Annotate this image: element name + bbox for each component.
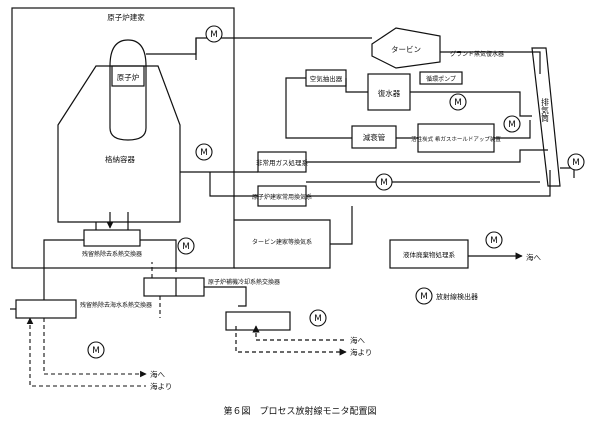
monitor-label: M	[490, 236, 498, 246]
monitor-label: M	[572, 158, 580, 168]
monitor-label: M	[92, 346, 100, 356]
hx-to-seawater-hx	[43, 239, 84, 300]
circ-pump-label: 循環ポンプ	[426, 75, 456, 83]
turbine-label: タービン	[391, 45, 421, 54]
from-sea-2-label: 海より	[350, 347, 372, 357]
containment-label: 格納容器	[105, 154, 135, 164]
sea-return-line	[26, 317, 146, 387]
monitor-label: M	[314, 314, 322, 324]
rb-ventilation-label: 原子炉建家常用換気系	[252, 193, 312, 201]
reactor-building-frame	[11, 7, 235, 269]
rbccw-hx-box	[143, 277, 205, 297]
sea-discharge-line	[43, 318, 147, 378]
monitor-rbccw	[177, 237, 195, 255]
circ-line	[410, 91, 532, 117]
lower-from-sea	[252, 325, 346, 341]
gland-condenser-label: グランド蒸気復水器	[450, 50, 504, 58]
monitor-label: M	[200, 148, 208, 158]
monitor-label: M	[182, 242, 190, 252]
standby-gas-label: 非常用ガス処理系	[256, 158, 309, 167]
turbine-shape	[371, 27, 441, 69]
monitor-rhr-seawater	[87, 341, 105, 359]
from-sea-1-label: 海より	[150, 381, 172, 391]
circ-pump-box	[419, 71, 463, 85]
duct-3	[306, 170, 551, 197]
residual-hx-box	[83, 229, 141, 247]
containment-vessel	[57, 65, 181, 223]
liquid-waste-box	[389, 239, 469, 269]
hx-to-rbccw	[140, 239, 177, 272]
figure-caption: 第６図 プロセス放射線モニタ配置図	[223, 405, 376, 417]
monitor-label: M	[380, 178, 388, 188]
monitor-stack	[567, 153, 585, 171]
monitor-label: M	[210, 30, 218, 40]
monitor-offgas-post	[503, 115, 521, 133]
reactor-core-box	[111, 65, 145, 87]
legend-text: 放射線検出器	[436, 292, 478, 301]
turbine-vent-line	[330, 206, 353, 245]
stack-shape	[531, 47, 561, 187]
monitor-containment	[195, 143, 213, 161]
legend-monitor-label: M	[420, 292, 428, 302]
gland-line	[440, 51, 541, 74]
steam-line	[146, 37, 372, 55]
liquid-waste-label: 液体廃棄物処理系	[403, 250, 456, 259]
monitor-rb-vent	[375, 173, 393, 191]
duct-2	[306, 149, 548, 163]
monitor-label: M	[454, 98, 462, 108]
rbccw-to-lower-hx	[204, 286, 247, 307]
legend-monitor-symbol	[415, 287, 433, 305]
monitor-steam-line	[205, 25, 223, 43]
monitor-offgas-pre	[449, 93, 467, 111]
rbccw-hx-label: 原子炉補機冷却系熱交換器	[208, 278, 280, 286]
lower-to-sea	[235, 326, 347, 356]
offgas-line-2	[285, 77, 352, 139]
rhr-seawater-hx-label: 残留熱除去海水系熱交換器	[80, 301, 152, 309]
residual-hx-label: 残留熱除去系熱交換器	[82, 250, 142, 258]
duct-5	[209, 172, 258, 197]
holdup-pipe-box	[351, 125, 397, 149]
air-extractor-label: 空気抽出器	[310, 74, 343, 83]
monitor-liquid-waste	[485, 231, 503, 249]
offgas-line-4	[494, 120, 531, 139]
to-sea-1-label: 海へ	[150, 369, 165, 379]
offgas-line-1	[345, 78, 368, 93]
monitor-label: M	[508, 120, 516, 130]
condenser-label: 復水器	[378, 88, 401, 98]
stack-label: 排気筒	[541, 97, 550, 123]
to-sea-2-label: 海へ	[350, 335, 365, 345]
rhr-seawater-hx-box	[15, 299, 77, 319]
holdup-pipe-label: 減衰管	[363, 132, 386, 142]
monitor-lower-hx	[309, 309, 327, 327]
reactor-label: 原子炉	[117, 72, 140, 82]
charcoal-holdup-label: 活性炭式 希ガスホールドアップ装置	[411, 135, 501, 143]
to-sea-right-label: 海へ	[526, 252, 541, 262]
turbine-bldg-vent-label: タービン建家等換気系	[252, 238, 312, 246]
reactor-vessel	[109, 39, 147, 141]
reactor-building-label: 原子炉建家	[107, 12, 145, 22]
